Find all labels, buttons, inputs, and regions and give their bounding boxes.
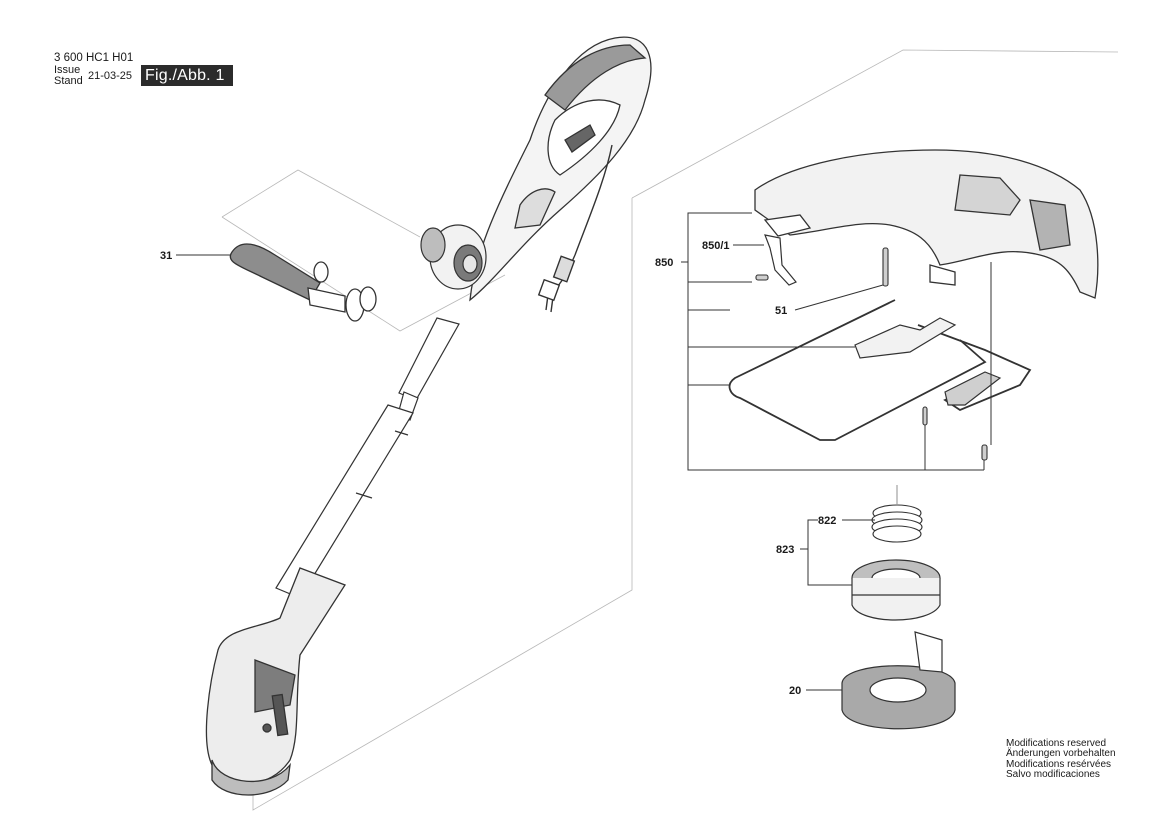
callout-31: 31 (160, 250, 172, 262)
spool-cover-part (841, 631, 956, 730)
issue-date: 21-03-25 (88, 70, 133, 82)
spring-part (871, 485, 923, 543)
guard-base (854, 317, 1002, 406)
callout-822: 822 (818, 515, 836, 527)
leader-lines (176, 212, 992, 691)
spool-part (851, 559, 941, 621)
part-callouts: 31 850 850/1 51 822 823 20 (160, 240, 836, 697)
guide-lines (221, 49, 1119, 811)
modifications-notice: Modifications reserved Änderungen vorbeh… (1006, 738, 1116, 781)
guard-assembly (754, 149, 1099, 299)
notice-line: Modifications resérvées (1006, 758, 1112, 770)
screws (755, 247, 988, 461)
callout-51: 51 (775, 305, 787, 317)
motor-housing (205, 567, 346, 796)
drawing-header: 3 600 HC1 H01 Issue Stand 21-03-25 Fig./… (0, 0, 300, 100)
callout-20: 20 (789, 685, 801, 697)
trimmer-shaft (275, 317, 460, 599)
callout-850-1: 850/1 (702, 240, 730, 252)
power-cord (537, 144, 613, 313)
callout-850: 850 (655, 257, 673, 269)
callout-823: 823 (776, 544, 794, 556)
trimmer-handle (469, 36, 652, 302)
figure-badge: Fig./Abb. 1 (141, 65, 233, 86)
auxiliary-handle-part (229, 243, 377, 322)
joint-knob (420, 224, 487, 290)
notice-line: Modifications reserved (1006, 738, 1107, 749)
wire-bracket-part (728, 299, 1032, 441)
notice-line: Änderungen vorbehalten (1006, 748, 1116, 760)
document-number: 3 600 HC1 H01 (54, 52, 134, 64)
issue-label: Issue (54, 64, 81, 76)
stand-label: Stand (54, 75, 83, 87)
guard-clip-part (764, 234, 797, 286)
notice-line: Salvo modificaciones (1006, 769, 1100, 781)
